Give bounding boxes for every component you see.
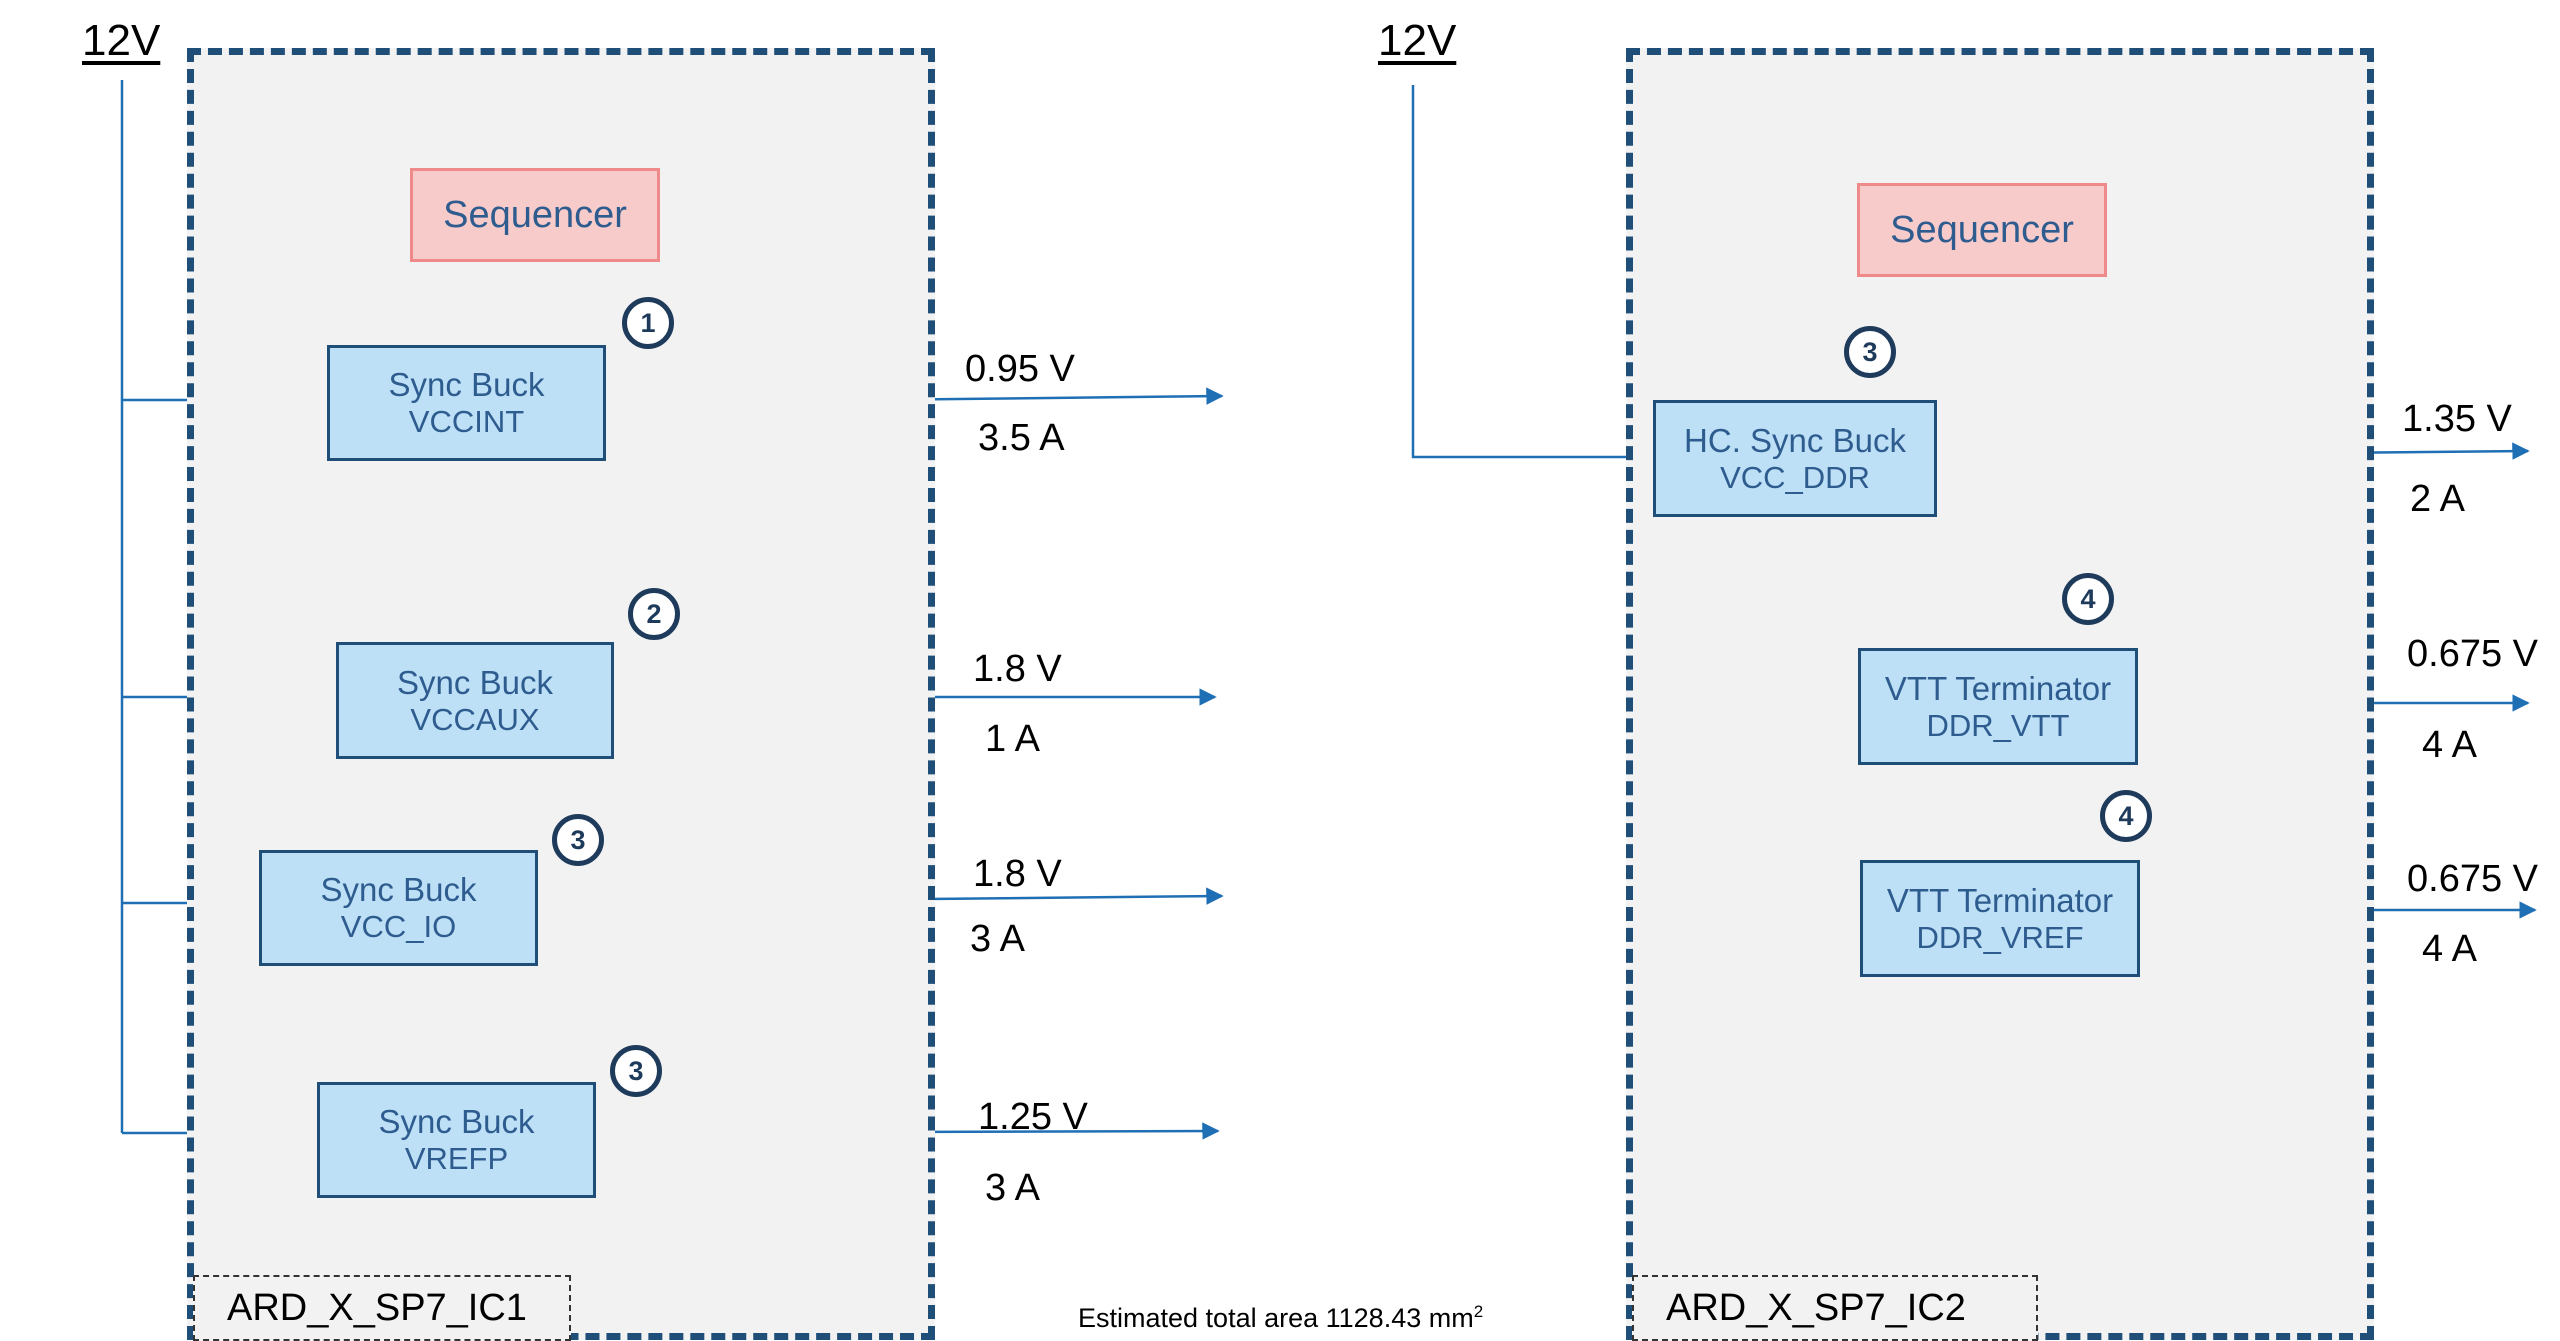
current-label: 3 A (970, 918, 1025, 960)
voltage-label: 1.35 V (2402, 398, 2512, 440)
ic1-sequencer: Sequencer (410, 168, 660, 262)
ic1-block-vrefp: Sync Buck VREFP (317, 1082, 596, 1198)
ic2-block-vcc-ddr: HC. Sync Buck VCC_DDR (1653, 400, 1937, 517)
block-rail: VCC_DDR (1720, 459, 1870, 495)
area-unit-superscript: 2 (1473, 1302, 1484, 1321)
voltage-label: 1.25 V (978, 1096, 1088, 1138)
voltage-label: 1.8 V (973, 648, 1062, 690)
ic1-block-vcc-io: Sync Buck VCC_IO (259, 850, 538, 966)
ic2-sequencer-label: Sequencer (1890, 208, 2074, 251)
ic2-supply-feed (1411, 85, 1655, 466)
ic2-sequencer: Sequencer (1857, 183, 2107, 277)
sequence-badge: 4 (2062, 573, 2114, 625)
ic2-block-ddr-vtt: VTT Terminator DDR_VTT (1858, 648, 2138, 765)
current-label: 4 A (2422, 928, 2477, 970)
block-title: VTT Terminator (1886, 881, 2114, 919)
block-title: Sync Buck (320, 871, 477, 909)
block-rail: VCCINT (408, 404, 525, 440)
area-text: Estimated total area 1128.43 mm (1078, 1303, 1474, 1333)
ic1-block-vccaux: Sync Buck VCCAUX (336, 642, 614, 759)
current-label: 4 A (2422, 724, 2477, 766)
block-title: Sync Buck (397, 663, 553, 701)
current-label: 3 A (985, 1167, 1040, 1209)
voltage-label: 0.675 V (2407, 633, 2538, 675)
block-rail: VREFP (404, 1141, 509, 1177)
ic2-name: ARD_X_SP7_IC2 (1666, 1286, 1966, 1329)
sequence-badge: 3 (610, 1045, 662, 1097)
sequence-badge: 1 (622, 297, 674, 349)
voltage-label: 0.675 V (2407, 858, 2538, 900)
current-label: 3.5 A (978, 417, 1065, 459)
sequence-badge: 2 (628, 588, 680, 640)
ic1-name-tag: ARD_X_SP7_IC1 (193, 1275, 571, 1341)
sequence-badge: 3 (1844, 326, 1896, 378)
estimated-area-note: Estimated total area 1128.43 mm2 (1078, 1302, 1483, 1334)
current-label: 1 A (985, 718, 1040, 760)
block-rail: VCCAUX (410, 701, 540, 737)
block-rail: VCC_IO (340, 909, 457, 945)
ic2-block-ddr-vref: VTT Terminator DDR_VREF (1860, 860, 2140, 977)
ic1-name: ARD_X_SP7_IC1 (227, 1286, 527, 1329)
voltage-label: 0.95 V (965, 348, 1075, 390)
voltage-label: 1.8 V (973, 853, 1062, 895)
block-title: VTT Terminator (1884, 669, 2112, 707)
ic1-sequencer-label: Sequencer (443, 193, 627, 236)
current-label: 2 A (2410, 478, 2465, 520)
block-title: HC. Sync Buck (1684, 421, 1906, 459)
block-rail: DDR_VREF (1916, 919, 2084, 955)
sequence-badge: 3 (552, 814, 604, 866)
sequence-badge: 4 (2100, 790, 2152, 842)
block-rail: DDR_VTT (1926, 707, 2070, 743)
ic1-block-vccint: Sync Buck VCCINT (327, 345, 606, 461)
block-title: Sync Buck (378, 1103, 535, 1141)
block-title: Sync Buck (388, 366, 545, 404)
ic2-supply-label: 12V (1378, 16, 1457, 65)
ic2-name-tag: ARD_X_SP7_IC2 (1632, 1275, 2038, 1341)
ic1-supply-label: 12V (82, 16, 161, 65)
